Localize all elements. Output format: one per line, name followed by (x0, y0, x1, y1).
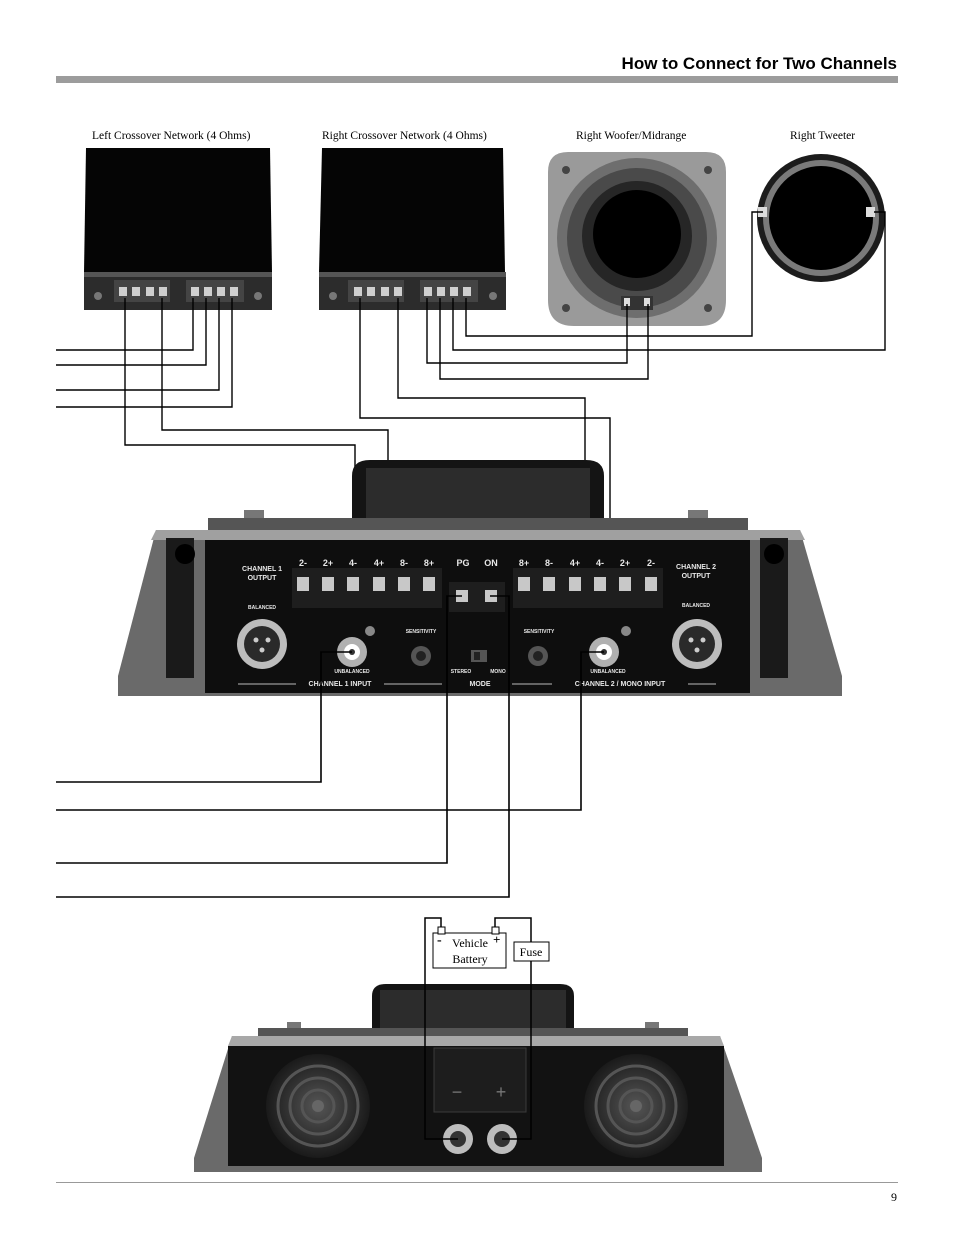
ch2-output-label-2: OUTPUT (682, 573, 712, 580)
mode-label: MODE (470, 681, 491, 688)
left-crossover-network (84, 148, 272, 310)
channel2-input-label: CHANNEL 2 / MONO INPUT (575, 681, 666, 688)
ch2-terminal-label: 8- (545, 558, 553, 568)
right-tweeter-label: Right Tweeter (790, 130, 856, 142)
ch2-terminal-label: 4+ (570, 558, 580, 568)
ch2-terminal-label: 2- (647, 558, 655, 568)
ch1-output-label-1: CHANNEL 1 (242, 566, 282, 573)
ch2-terminal-label: 2+ (620, 558, 630, 568)
left-crossover-label: Left Crossover Network (4 Ohms) (92, 130, 251, 142)
ch2-output-label-1: CHANNEL 2 (676, 564, 716, 571)
ch1-terminal-label: 2+ (323, 558, 333, 568)
channel1-input-label: CHANNEL 1 INPUT (309, 681, 373, 688)
right-woofer-midrange (548, 152, 726, 326)
battery-positive-sign: + (493, 932, 500, 947)
right-crossover-label: Right Crossover Network (4 Ohms) (322, 130, 487, 142)
stereo-label: STEREO (451, 669, 472, 675)
ch2-balanced-label: BALANCED (682, 603, 710, 609)
ch2-terminal-label: 8+ (519, 558, 529, 568)
ch1-terminal-label: 4+ (374, 558, 384, 568)
ch2-sensitivity-label: SENSITIVITY (524, 629, 555, 635)
ch1-sensitivity-label: SENSITIVITY (406, 629, 437, 635)
mono-label: MONO (490, 669, 506, 675)
fuse: Fuse (513, 941, 550, 962)
ch1-terminal-label: 2- (299, 558, 307, 568)
power-wires (424, 917, 532, 1140)
ch2-terminal-label: 4- (596, 558, 604, 568)
input-wires (56, 595, 604, 898)
on-terminal-label: ON (484, 558, 498, 568)
battery-label-line1: Vehicle (452, 936, 488, 950)
pg-terminal-label: PG (456, 558, 469, 568)
amplifier-rear: CHANNEL 1 OUTPUT CHANNEL 2 OUTPUT 2- 2+ … (118, 460, 842, 696)
vehicle-battery: - + Vehicle Battery (432, 926, 507, 969)
fuse-label: Fuse (520, 945, 543, 959)
page-number: 9 (891, 1190, 897, 1204)
ch1-terminal-label: 8+ (424, 558, 434, 568)
title-rule (56, 76, 898, 83)
panel-positive-sign: + (496, 1082, 507, 1102)
battery-negative-sign: - (437, 933, 442, 948)
page-title: How to Connect for Two Channels (621, 54, 897, 73)
battery-label-line2: Battery (452, 952, 487, 966)
footer-rule (56, 1182, 898, 1183)
ch1-terminal-label: 8- (400, 558, 408, 568)
ch1-unbalanced-label: UNBALANCED (334, 669, 370, 675)
right-crossover-network (319, 148, 506, 310)
right-tweeter (757, 154, 885, 282)
ch1-balanced-label: BALANCED (248, 605, 276, 611)
ch2-unbalanced-label: UNBALANCED (590, 669, 626, 675)
ch1-terminal-label: 4- (349, 558, 357, 568)
right-woofer-label: Right Woofer/Midrange (576, 130, 687, 142)
amplifier-front: − + (194, 984, 762, 1172)
ch1-output-label-2: OUTPUT (248, 575, 278, 582)
panel-negative-sign: − (452, 1082, 463, 1102)
